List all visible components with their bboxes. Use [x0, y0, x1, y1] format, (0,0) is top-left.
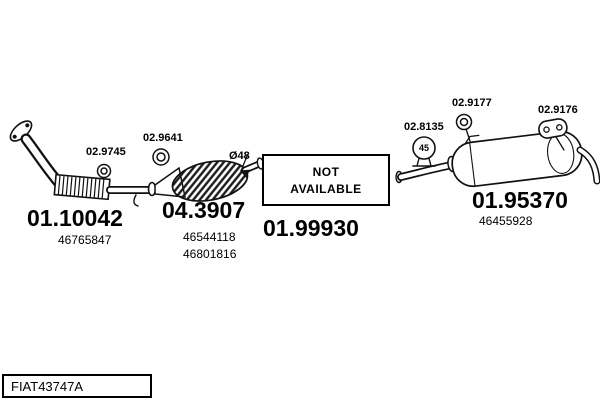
- pipe-hanger-hook: [133, 194, 139, 207]
- part-number-muffler: 01.95370: [472, 187, 568, 213]
- rear-muffler: [395, 130, 600, 188]
- oem-number-muffler: 46455928: [479, 214, 533, 228]
- hanger-02-9176-icon: [538, 118, 568, 151]
- clamp-size-badge: 45: [418, 143, 429, 153]
- front-pipe: [9, 120, 154, 207]
- drawing-code: FIAT43747A: [11, 378, 84, 394]
- oem-number-front-pipe: 46765847: [58, 233, 112, 247]
- part-label-clamp-rear: 02.8135: [404, 121, 444, 133]
- oem-number-catalyst-1: 46544118: [183, 230, 236, 244]
- part-number-front-pipe: 01.10042: [27, 205, 123, 231]
- not-available-line1: NOT: [312, 164, 340, 179]
- catalytic-converter: [154, 155, 265, 202]
- part-number-mid-section: 01.99930: [263, 215, 359, 241]
- ring-02-9641-icon: [152, 148, 170, 166]
- diameter-label: Ø48: [229, 150, 250, 162]
- part-label-ring-rear: 02.9177: [452, 97, 492, 109]
- ring-02-9177-icon: [455, 113, 473, 142]
- part-label-clamp-front: 02.9745: [86, 146, 126, 158]
- drawing-code-box: FIAT43747A: [2, 374, 152, 398]
- oem-number-catalyst-2: 46801816: [183, 247, 237, 261]
- part-label-hanger-rear: 02.9176: [538, 104, 578, 116]
- not-available-line2: AVAILABLE: [290, 181, 362, 196]
- flex-pipe-section: [53, 173, 111, 201]
- clamp-02-8135-icon: [412, 136, 436, 167]
- not-available-box: NOT AVAILABLE: [262, 154, 390, 206]
- part-label-ring-front: 02.9641: [143, 132, 183, 144]
- diameter-arrow: [239, 155, 250, 179]
- clamp-02-9745-icon: [96, 163, 112, 179]
- part-number-catalyst: 04.3907: [162, 197, 246, 223]
